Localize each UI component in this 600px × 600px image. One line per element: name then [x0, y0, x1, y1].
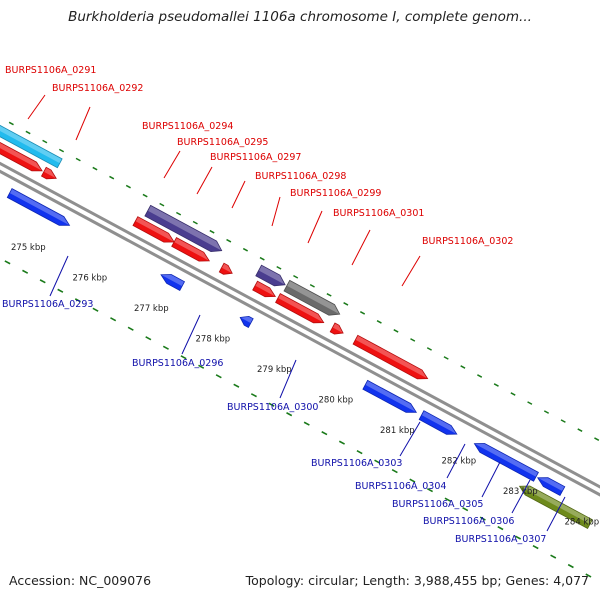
gc-content-track: [0, 116, 600, 583]
tick-label: 279 kbp: [257, 365, 292, 375]
feature-cds-0296[interactable]: [160, 274, 186, 292]
feature-purple-a[interactable]: [144, 204, 223, 253]
feature-cds-0298[interactable]: [252, 280, 277, 298]
leader-line: [231, 180, 246, 209]
chromosome-backbone: [0, 161, 600, 497]
feature-cds-0303[interactable]: [362, 379, 418, 413]
gene-label-forward[interactable]: BURPS1106A_0302: [422, 236, 513, 247]
position-ruler: 275 kbp 276 kbp 277 kbp 278 kbp 279 kbp 280 k…: [11, 243, 599, 528]
leader-line: [27, 94, 46, 120]
tick-label: 282 kbp: [442, 457, 477, 467]
leader-line: [446, 443, 466, 479]
gene-label-reverse[interactable]: BURPS1106A_0305: [392, 499, 483, 510]
feature-purple-b[interactable]: [255, 264, 286, 287]
accession-text: Accession: NC_009076: [9, 573, 152, 588]
tick-label: 281 kbp: [380, 426, 415, 436]
feature-olive[interactable]: [518, 485, 593, 530]
feature-cds-small-a[interactable]: [40, 166, 57, 180]
gene-label-reverse[interactable]: BURPS1106A_0307: [455, 534, 546, 545]
leader-line: [351, 229, 371, 266]
feature-gray[interactable]: [283, 279, 341, 316]
feature-cds-0294[interactable]: [132, 216, 175, 243]
leader-line: [75, 106, 91, 141]
gene-label-forward[interactable]: BURPS1106A_0298: [255, 171, 346, 182]
leader-line: [196, 166, 213, 195]
tick-label: 275 kbp: [11, 243, 46, 253]
feature-cds-0305[interactable]: [473, 443, 539, 482]
leader-line: [163, 150, 181, 179]
leader-line: [181, 314, 201, 355]
feature-cds-0306[interactable]: [536, 477, 566, 497]
leader-line: [307, 210, 323, 244]
feature-cds-0300[interactable]: [239, 315, 254, 329]
genome-stats-text: Topology: circular; Length: 3,988,455 bp…: [245, 573, 589, 588]
leader-line: [399, 421, 421, 457]
feature-track: [0, 120, 593, 530]
gene-label-forward[interactable]: BURPS1106A_0292: [52, 83, 143, 94]
gene-label-reverse[interactable]: BURPS1106A_0303: [311, 458, 402, 469]
tick-label: 278 kbp: [196, 335, 231, 345]
gene-label-forward[interactable]: BURPS1106A_0301: [333, 208, 424, 219]
feature-cds-0292[interactable]: [0, 128, 43, 172]
leader-line: [279, 359, 297, 399]
feature-cds-0304[interactable]: [418, 410, 458, 435]
tick-label: 280 kbp: [319, 396, 354, 406]
gene-label-forward[interactable]: BURPS1106A_0297: [210, 152, 301, 163]
feature-cds-0293[interactable]: [6, 188, 71, 226]
tick-label: 276 kbp: [73, 274, 108, 284]
feature-cds-0295[interactable]: [171, 237, 211, 262]
feature-cds-0300f[interactable]: [329, 322, 344, 335]
leader-line: [511, 479, 531, 514]
leader-line: [271, 196, 281, 227]
leader-line: [481, 461, 501, 498]
tick-label: 284 kbp: [565, 518, 600, 528]
leader-line: [401, 255, 421, 287]
gene-label-forward[interactable]: BURPS1106A_0291: [5, 65, 96, 76]
tick-label: 277 kbp: [134, 304, 169, 314]
feature-cyan[interactable]: [0, 120, 63, 169]
gene-label-reverse[interactable]: BURPS1106A_0306: [423, 516, 514, 527]
leader-line: [49, 255, 69, 297]
gene-label-forward[interactable]: BURPS1106A_0295: [177, 137, 268, 148]
gene-label-reverse[interactable]: BURPS1106A_0293: [2, 299, 93, 310]
gene-label-forward[interactable]: BURPS1106A_0299: [290, 188, 381, 199]
gene-label-reverse[interactable]: BURPS1106A_0296: [132, 358, 223, 369]
feature-cds-0302[interactable]: [352, 334, 429, 380]
feature-cds-0299[interactable]: [275, 293, 325, 324]
leader-line: [546, 496, 566, 532]
gene-labels: BURPS1106A_0291BURPS1106A_0292BURPS1106A…: [2, 65, 566, 545]
tick-label: 283 kbp: [503, 487, 538, 497]
feature-cds-0297[interactable]: [218, 262, 233, 275]
gene-label-reverse[interactable]: BURPS1106A_0304: [355, 481, 446, 492]
gene-label-reverse[interactable]: BURPS1106A_0300: [227, 402, 318, 413]
gene-label-forward[interactable]: BURPS1106A_0294: [142, 121, 233, 132]
map-title: Burkholderia pseudomallei 1106a chromoso…: [68, 9, 532, 25]
